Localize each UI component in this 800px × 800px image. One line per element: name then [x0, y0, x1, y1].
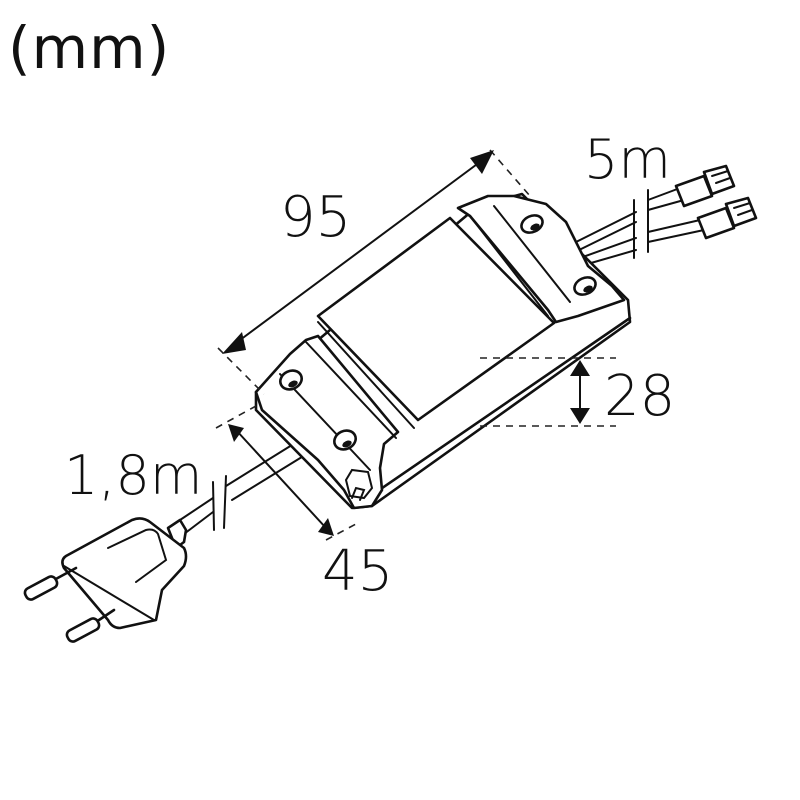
units-label: (mm) [8, 14, 171, 82]
mains-plug [23, 517, 188, 643]
output-connector-bottom [696, 196, 758, 240]
length-value: 95 [280, 185, 351, 250]
plug-pin-bottom [65, 608, 116, 643]
output-cable-length: 5m [584, 128, 671, 191]
input-cable [179, 439, 311, 535]
driver-housing [254, 192, 632, 510]
output-connector-top [674, 164, 736, 208]
dimension-width: 45 [215, 405, 393, 604]
dimension-length: 95 [217, 149, 531, 395]
input-cable-length: 1,8m [64, 444, 202, 507]
plug-pin-top [23, 566, 78, 601]
output-cables [571, 187, 705, 266]
height-value: 28 [604, 364, 675, 429]
dimension-height: 28 [480, 357, 675, 429]
width-value: 45 [322, 539, 393, 604]
